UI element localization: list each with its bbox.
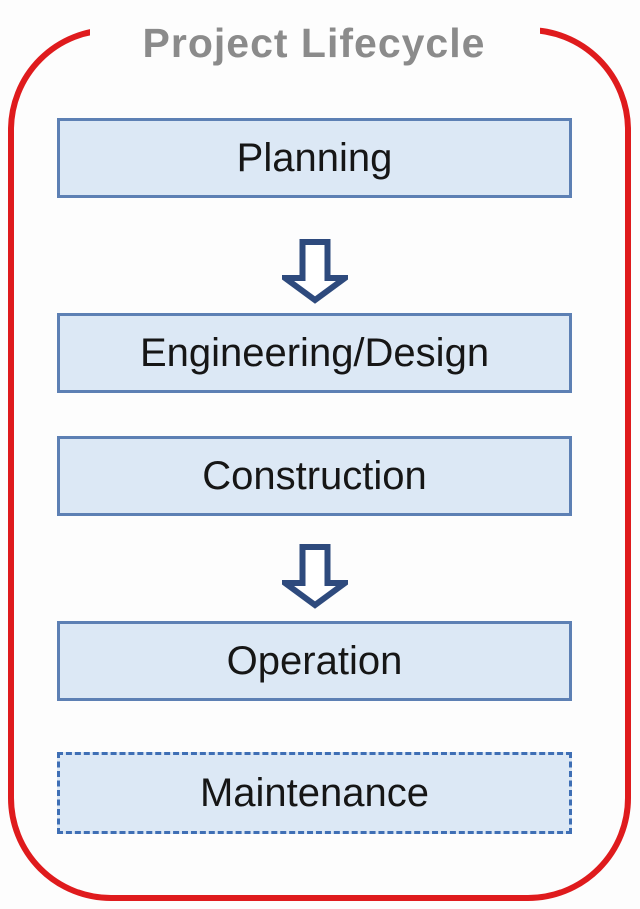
- stage-box-maintenance: Maintenance: [57, 752, 572, 834]
- diagram-title: Project Lifecycle: [142, 20, 486, 66]
- down-block-arrow-icon: [282, 239, 348, 304]
- stage-box-operation: Operation: [57, 621, 572, 701]
- stage-box-engineering-design: Engineering/Design: [57, 313, 572, 393]
- stage-label-planning: Planning: [236, 135, 393, 180]
- stage-label-operation: Operation: [226, 638, 403, 683]
- stage-label-engineering-design: Engineering/Design: [139, 330, 490, 375]
- stage-label-maintenance: Maintenance: [199, 770, 430, 815]
- stage-label-construction: Construction: [202, 453, 427, 498]
- stage-box-construction: Construction: [57, 436, 572, 516]
- down-block-arrow-icon: [282, 544, 348, 609]
- stage-box-planning: Planning: [57, 118, 572, 198]
